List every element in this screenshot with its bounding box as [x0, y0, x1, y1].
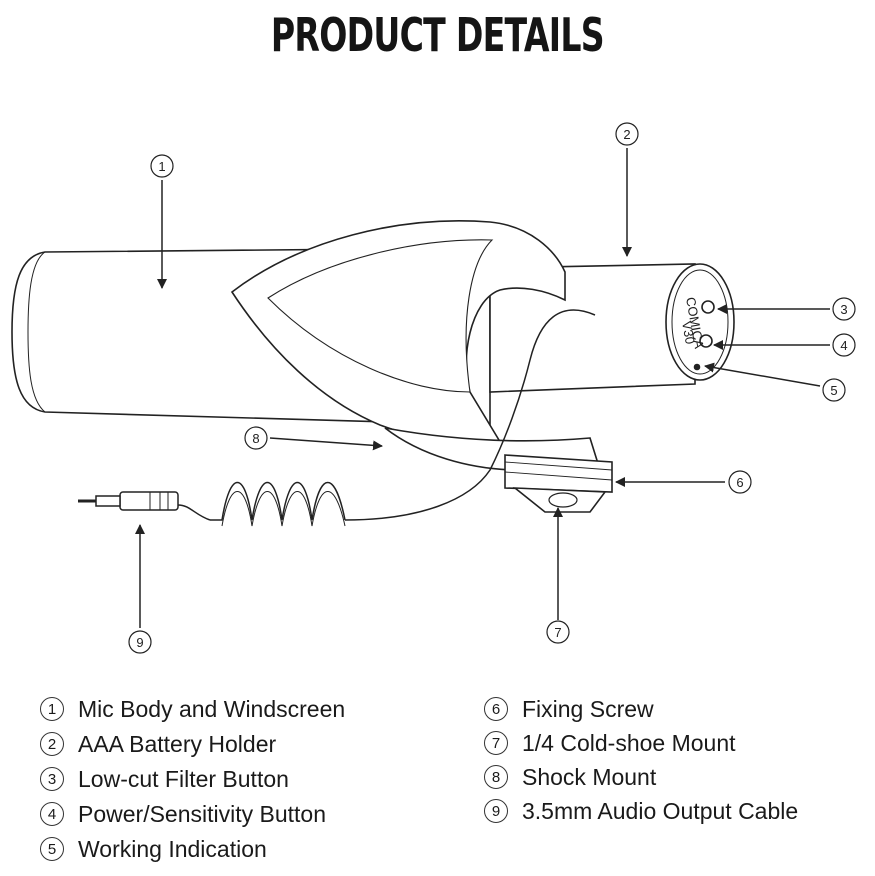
- legend-number: 8: [484, 765, 508, 789]
- legend-text: Low-cut Filter Button: [78, 765, 289, 792]
- shock-mount: [230, 220, 602, 471]
- svg-text:6: 6: [736, 475, 743, 490]
- legend-text: Shock Mount: [522, 763, 657, 790]
- callout-1: 1: [150, 154, 174, 178]
- callout-4: 4: [832, 333, 856, 357]
- legend-number: 3: [40, 767, 64, 791]
- svg-text:1: 1: [158, 159, 165, 174]
- legend-item: 6 Fixing Screw: [484, 694, 654, 724]
- audio-cable: [78, 309, 596, 527]
- callout-3: 3: [832, 297, 856, 321]
- microphone-diagram: COMICA V30 1 2 3: [11, 122, 856, 654]
- callout-arrows: [135, 148, 830, 628]
- callout-2: 2: [615, 122, 639, 146]
- callout-7: 7: [546, 620, 570, 644]
- svg-text:4: 4: [840, 338, 847, 353]
- legend-item: 3 Low-cut Filter Button: [40, 764, 289, 794]
- legend-right: 6 Fixing Screw 7 1/4 Cold-shoe Mount 8 Shoc…: [484, 694, 864, 834]
- legend-number: 5: [40, 837, 64, 861]
- legend-number: 4: [40, 802, 64, 826]
- svg-text:9: 9: [136, 635, 143, 650]
- callout-markers: 1 2 3 4 5 6 7 8 9: [128, 122, 856, 654]
- callout-6: 6: [728, 470, 752, 494]
- legend-left: 1 Mic Body and Windscreen 2 AAA Battery Ho…: [40, 694, 460, 869]
- callout-8: 8: [244, 426, 268, 450]
- power-button: [699, 334, 713, 348]
- legend-number: 9: [484, 799, 508, 823]
- callout-5: 5: [822, 378, 846, 402]
- low-cut-button: [701, 300, 715, 314]
- legend-number: 1: [40, 697, 64, 721]
- model-label: V30: [679, 320, 698, 345]
- legend-item: 8 Shock Mount: [484, 762, 656, 792]
- callout-9: 9: [128, 630, 152, 654]
- legend-text: Working Indication: [78, 835, 267, 862]
- svg-text:3: 3: [840, 302, 847, 317]
- svg-text:5: 5: [830, 383, 837, 398]
- legend-text: Fixing Screw: [522, 695, 654, 722]
- legend-number: 2: [40, 732, 64, 756]
- cold-shoe-mount: [504, 454, 613, 513]
- legend-number: 7: [484, 731, 508, 755]
- legend-text: AAA Battery Holder: [78, 730, 277, 757]
- legend-item: 4 Power/Sensitivity Button: [40, 799, 326, 829]
- legend-item: 2 AAA Battery Holder: [40, 729, 276, 759]
- legend-item: 7 1/4 Cold-shoe Mount: [484, 728, 736, 758]
- legend-number: 6: [484, 697, 508, 721]
- legend-item: 9 3.5mm Audio Output Cable: [484, 796, 798, 826]
- legend-item: 5 Working Indication: [40, 834, 267, 864]
- svg-text:7: 7: [554, 625, 561, 640]
- legend-item: 1 Mic Body and Windscreen: [40, 694, 345, 724]
- svg-text:8: 8: [252, 431, 259, 446]
- svg-text:2: 2: [623, 127, 630, 142]
- legend-text: Mic Body and Windscreen: [78, 695, 346, 722]
- legend-text: 1/4 Cold-shoe Mount: [522, 729, 736, 756]
- legend-text: 3.5mm Audio Output Cable: [522, 797, 799, 824]
- indicator-led: [693, 363, 701, 371]
- page-title: PRODUCT DETAILS: [270, 8, 605, 62]
- legend-text: Power/Sensitivity Button: [78, 800, 327, 827]
